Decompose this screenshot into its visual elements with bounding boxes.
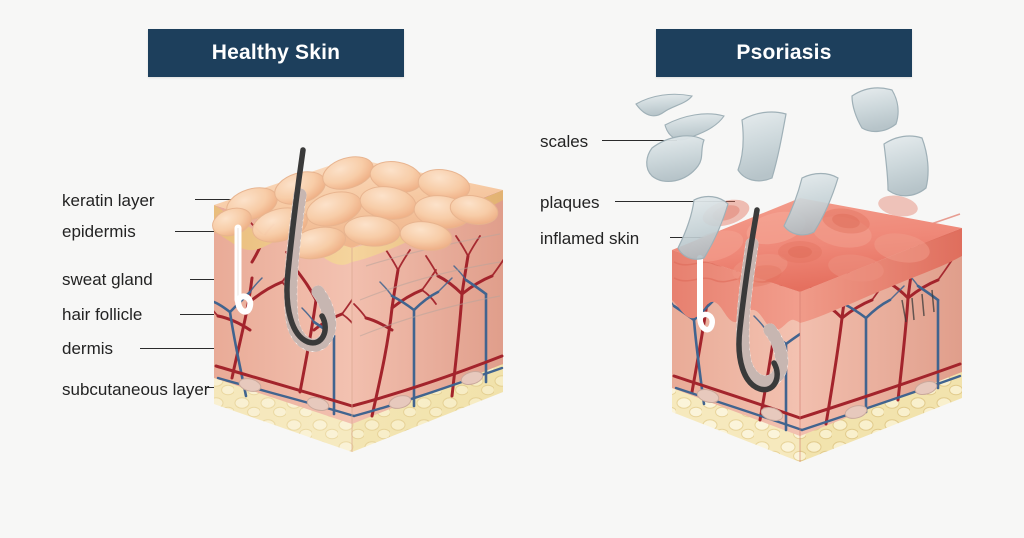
scale-flake-2 [664,113,725,141]
leader-scales [602,140,677,141]
psoriasis-scales [635,87,929,260]
inflamed-epidermis-left [672,250,800,331]
leader-epidermis [175,231,247,232]
psoriasis-skin-block [635,87,962,462]
leader-plaques [615,201,735,202]
hair-follicle-healthy [284,147,337,352]
boundary-lobules-psoriasis [696,380,938,422]
sweat-gland-psoriasis [697,255,715,333]
label-dermis: dermis [62,339,114,358]
sweat-gland-healthy [234,224,254,315]
vessels-healthy-right [353,233,503,418]
scale-flake-4 [737,111,787,182]
keratinocyte-pads [212,156,499,260]
label-scales: scales [540,132,589,151]
banner-psoriasis-label: Psoriasis [736,41,832,64]
label-epidermis: epidermis [62,222,136,241]
subcutaneous-left-shade [214,372,352,452]
banner-healthy-skin-label: Healthy Skin [211,41,341,64]
venules-right [379,265,467,297]
deep-venous-plexus-psoriasis [674,374,962,432]
scale-flake-8 [677,195,729,260]
label-plaques: plaques [540,193,600,212]
hair-stubs [901,289,935,323]
deep-venous-plexus [216,366,504,418]
scale-flake-3 [646,135,705,183]
healthy-skin-block [212,147,504,452]
boundary-lobules [238,370,484,412]
hair-follicle-psoriasis [736,207,789,393]
scale-flake-5 [851,87,899,133]
deep-vascular-plexus-psoriasis [672,362,962,420]
dermis-left-face [214,205,352,424]
banner-healthy-skin: Healthy Skin [148,29,404,77]
label-keratin-layer: keratin layer [62,191,155,210]
arterioles-right [353,235,503,319]
label-hair-follicle: hair follicle [62,305,143,324]
label-inflamed-skin: inflamed skin [540,229,640,248]
venules-left [249,277,315,323]
scale-flake-7 [783,172,839,236]
leader-keratin-layer [195,199,240,200]
label-sweat-gland: sweat gland [62,270,153,289]
scale-flake-6 [883,135,929,197]
label-subcutaneous-layer: subcutaneous layer [62,380,210,399]
leader-dermis [140,348,250,349]
banner-psoriasis: Psoriasis [656,29,912,77]
scale-flake-1 [635,93,693,117]
deep-vascular-plexus [214,354,504,408]
